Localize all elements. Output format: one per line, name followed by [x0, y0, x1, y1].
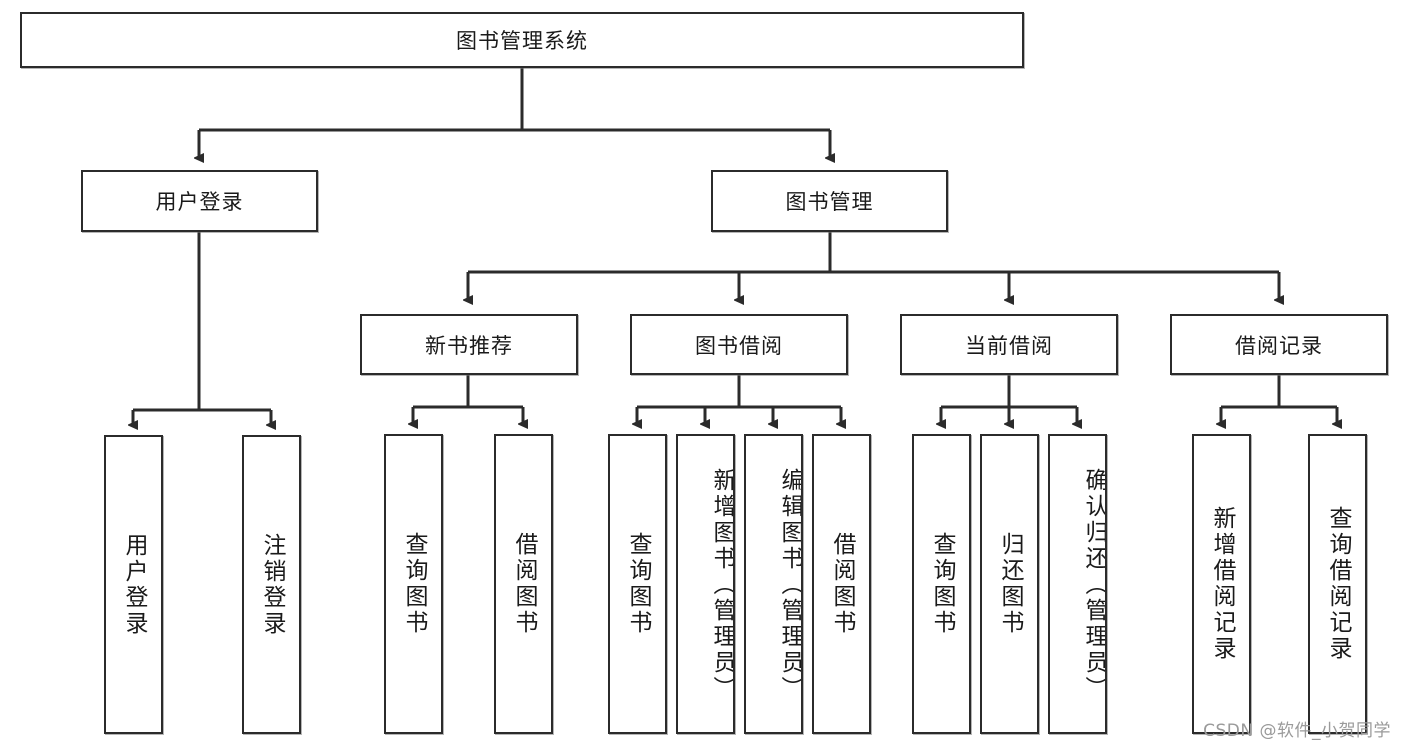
leaf-current-confirm-return-admin[interactable]: 确认归还（管理员）: [1048, 434, 1107, 734]
leaf-borrow-add-book-admin[interactable]: 新增图书（管理员）: [676, 434, 735, 734]
node-label: 用户登录: [155, 190, 244, 214]
node-book-management[interactable]: 图书管理: [711, 170, 948, 232]
node-borrow-record[interactable]: 借阅记录: [1170, 314, 1388, 375]
leaf-label: 查询图书: [625, 532, 651, 636]
leaf-label: 查询借阅记录: [1325, 506, 1351, 662]
node-label: 借阅记录: [1235, 333, 1323, 358]
leaf-label: 新增借阅记录: [1209, 506, 1235, 662]
leaf-user-login-login[interactable]: 用户登录: [104, 435, 163, 734]
leaf-borrow-query-book[interactable]: 查询图书: [608, 434, 667, 734]
node-label: 图书管理: [785, 190, 874, 214]
node-new-book-recommend[interactable]: 新书推荐: [360, 314, 578, 375]
node-label: 图书管理系统: [456, 29, 588, 53]
leaf-new-book-borrow[interactable]: 借阅图书: [494, 434, 553, 734]
leaf-label: 编辑图书（管理员）: [777, 468, 803, 702]
node-user-login[interactable]: 用户登录: [81, 170, 318, 232]
leaf-current-query-book[interactable]: 查询图书: [912, 434, 971, 734]
node-label: 图书借阅: [695, 333, 783, 358]
leaf-user-login-logout[interactable]: 注销登录: [242, 435, 301, 734]
leaf-label: 查询图书: [401, 532, 427, 636]
leaf-label: 查询图书: [929, 532, 955, 636]
leaf-record-add-borrow-record[interactable]: 新增借阅记录: [1192, 434, 1251, 734]
leaf-borrow-borrow-book[interactable]: 借阅图书: [812, 434, 871, 734]
leaf-label: 借阅图书: [511, 532, 537, 636]
leaf-label: 用户登录: [121, 532, 147, 637]
leaf-label: 注销登录: [259, 532, 285, 637]
leaf-label: 归还图书: [997, 532, 1023, 636]
leaf-label: 确认归还（管理员）: [1081, 468, 1107, 702]
leaf-label: 新增图书（管理员）: [709, 468, 735, 702]
node-label: 当前借阅: [965, 333, 1053, 358]
watermark-text: CSDN @软件_小贺同学: [1203, 721, 1391, 741]
node-root-book-management-system[interactable]: 图书管理系统: [20, 12, 1024, 68]
node-book-borrow[interactable]: 图书借阅: [630, 314, 848, 375]
leaf-label: 借阅图书: [829, 532, 855, 636]
leaf-new-book-query[interactable]: 查询图书: [384, 434, 443, 734]
node-current-borrow[interactable]: 当前借阅: [900, 314, 1118, 375]
leaf-current-return-book[interactable]: 归还图书: [980, 434, 1039, 734]
node-label: 新书推荐: [425, 333, 513, 358]
leaf-record-query-borrow-record[interactable]: 查询借阅记录: [1308, 434, 1367, 734]
leaf-borrow-edit-book-admin[interactable]: 编辑图书（管理员）: [744, 434, 803, 734]
